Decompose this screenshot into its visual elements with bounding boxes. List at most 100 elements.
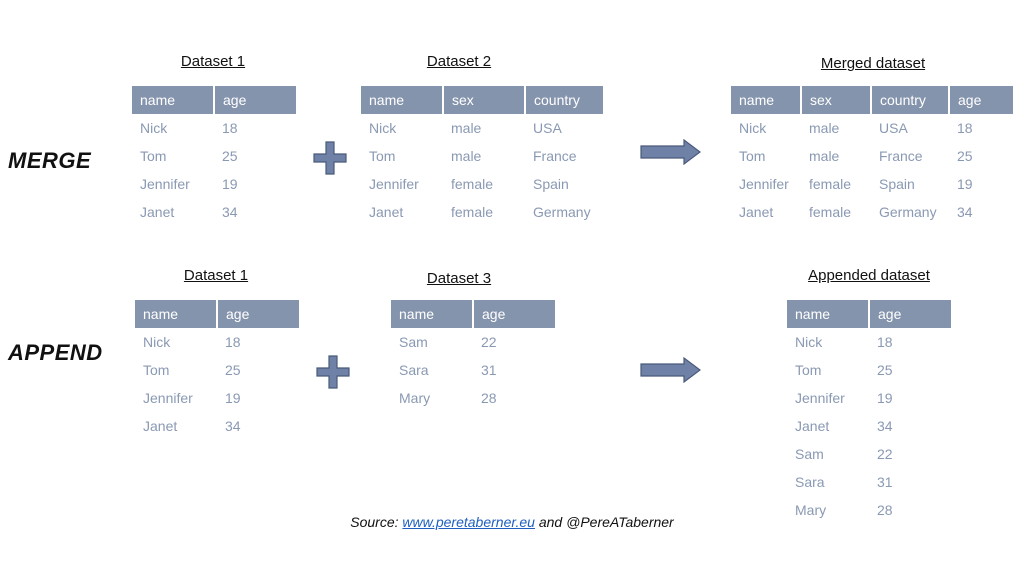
table-cell: Janet — [369, 204, 404, 220]
table-cell: Germany — [879, 204, 937, 220]
table-cell: Mary — [399, 390, 431, 406]
table-cell: 25 — [225, 362, 241, 378]
table-cell: male — [809, 120, 840, 136]
column-header: sex — [443, 86, 526, 114]
table-cell: 19 — [877, 390, 893, 406]
append-dataset1-title: Dataset 1 — [183, 267, 249, 284]
table-cell: Tom — [369, 148, 396, 164]
table-cell: Janet — [795, 418, 830, 434]
table-cell: female — [451, 204, 494, 220]
table-row: Janet female Germany 34 — [731, 198, 1013, 226]
merge-dataset2-title: Dataset 2 — [426, 53, 492, 70]
table-cell: female — [809, 176, 852, 192]
table-cell: 34 — [225, 418, 241, 434]
appended-dataset-title: Appended dataset — [808, 267, 930, 284]
merge-label: MERGE — [8, 148, 92, 173]
table-row: Tom 25 — [135, 356, 299, 384]
table-cell: 25 — [877, 362, 893, 378]
table-cell: Jennifer — [140, 176, 190, 192]
table-cell: Jennifer — [369, 176, 419, 192]
column-header: name — [731, 86, 802, 114]
table-cell: USA — [879, 120, 908, 136]
table-cell: 22 — [481, 334, 497, 350]
table-cell: 18 — [225, 334, 241, 350]
table-cell: male — [451, 120, 482, 136]
table-cell: Janet — [739, 204, 774, 220]
table-cell: Janet — [143, 418, 178, 434]
column-header: country — [525, 86, 603, 114]
table-row: Jennifer 19 — [787, 384, 951, 412]
table-cell: 19 — [222, 176, 238, 192]
merged-dataset-title: Merged dataset — [820, 55, 926, 72]
table-cell: 25 — [222, 148, 238, 164]
column-header: age — [949, 86, 1013, 114]
append-label: APPEND — [8, 340, 103, 365]
table-row: Mary 28 — [391, 384, 555, 412]
table-cell: 19 — [957, 176, 973, 192]
table-cell: Sara — [795, 474, 825, 490]
table-row: Sara 31 — [787, 468, 951, 496]
table-cell: Germany — [533, 204, 591, 220]
table-row: Janet 34 — [787, 412, 951, 440]
table-cell: Jennifer — [739, 176, 789, 192]
table-row: Jennifer 19 — [135, 384, 299, 412]
table-row: Sam 22 — [391, 328, 555, 356]
table-cell: 18 — [222, 120, 238, 136]
column-header: name — [787, 300, 870, 328]
table-cell: Mary — [795, 502, 827, 518]
table-row: Mary 28 — [787, 496, 951, 524]
table-cell: male — [809, 148, 840, 164]
table-cell: Nick — [795, 334, 823, 350]
source-caption: Source: www.peretaberner.eu and @PereATa… — [0, 514, 1024, 530]
table-cell: 28 — [877, 502, 893, 518]
table-cell: Nick — [369, 120, 397, 136]
table-cell: Jennifer — [143, 390, 193, 406]
column-header: name — [361, 86, 444, 114]
source-suffix: and @PereATaberner — [534, 514, 674, 530]
table-cell: Sam — [399, 334, 428, 350]
table-cell: 34 — [877, 418, 893, 434]
column-header: age — [217, 300, 299, 328]
table-cell: 31 — [481, 362, 497, 378]
table-cell: Spain — [533, 176, 569, 192]
right-arrow-icon — [640, 139, 701, 165]
table-cell: female — [451, 176, 494, 192]
table-cell: 19 — [225, 390, 241, 406]
table-cell: female — [809, 204, 852, 220]
table-cell: 31 — [877, 474, 893, 490]
source-prefix: Source: — [350, 514, 403, 530]
table-row: Janet female Germany — [361, 198, 603, 226]
table-cell: 34 — [957, 204, 973, 220]
table-cell: Tom — [143, 362, 170, 378]
column-header: sex — [801, 86, 872, 114]
source-link[interactable]: www.peretaberner.eu — [402, 514, 535, 530]
table-cell: 18 — [877, 334, 893, 350]
plus-icon — [316, 355, 350, 389]
right-arrow-icon — [640, 357, 701, 383]
column-header: age — [473, 300, 555, 328]
column-header: name — [135, 300, 218, 328]
table-cell: 25 — [957, 148, 973, 164]
table-cell: 28 — [481, 390, 497, 406]
table-cell: Spain — [879, 176, 915, 192]
table-cell: Nick — [739, 120, 767, 136]
column-header: country — [871, 86, 950, 114]
table-cell: Jennifer — [795, 390, 845, 406]
table-cell: Janet — [140, 204, 175, 220]
table-row: Jennifer female Spain 19 — [731, 170, 1013, 198]
table-cell: France — [879, 148, 923, 164]
table-cell: Sam — [795, 446, 824, 462]
